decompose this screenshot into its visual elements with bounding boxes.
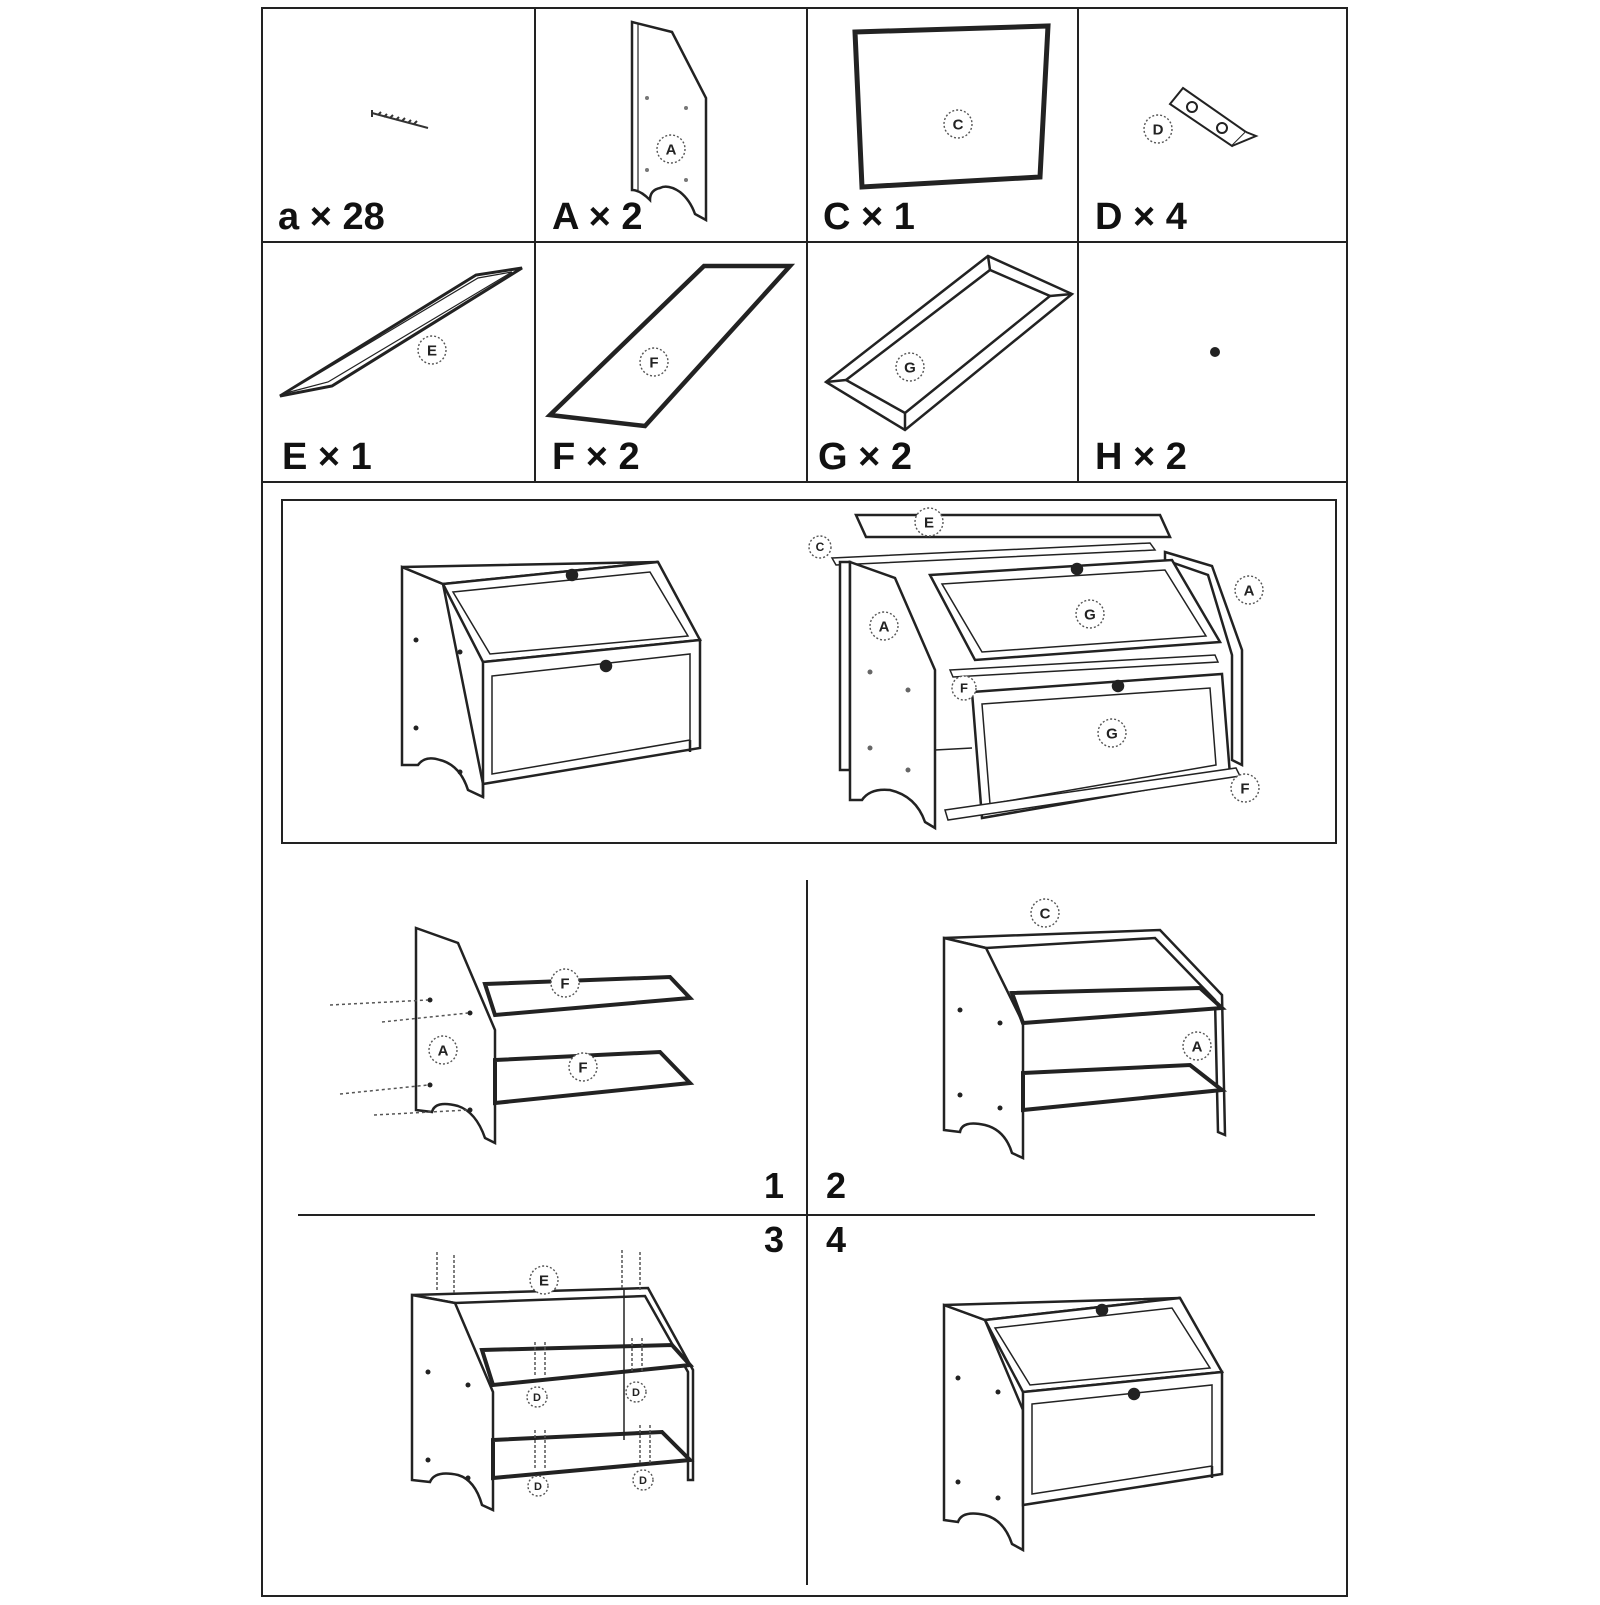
callout-F: F <box>639 347 669 377</box>
quantity-label-G: G × 2 <box>818 436 912 478</box>
side-panel-a-icon <box>630 20 708 223</box>
svg-text:D: D <box>639 1475 647 1487</box>
callout-D: D <box>526 1386 548 1408</box>
svg-text:C: C <box>953 116 964 133</box>
quantity-label-A: A × 2 <box>552 196 643 238</box>
svg-text:F: F <box>578 1059 587 1076</box>
callout-G: G <box>1097 718 1127 748</box>
svg-text:F: F <box>560 975 569 992</box>
callout-F: F <box>550 968 580 998</box>
callout-C: C <box>808 535 832 559</box>
svg-text:E: E <box>924 514 934 531</box>
step-number-1: 1 <box>764 1165 785 1206</box>
callout-bubbles: A C D E F G E C A A G F G F F F A C A E D D D D <box>417 109 1264 1497</box>
svg-text:A: A <box>666 141 677 158</box>
screw-icon <box>371 110 429 129</box>
svg-text:A: A <box>438 1042 449 1059</box>
bracket-d-icon <box>1168 86 1259 148</box>
callout-A: A <box>869 611 899 641</box>
step-number-3: 3 <box>764 1219 785 1260</box>
svg-text:E: E <box>427 342 437 359</box>
step-3-drawing <box>410 1286 695 1512</box>
step-3-screws <box>436 1250 651 1470</box>
callout-D: D <box>625 1381 647 1403</box>
callout-E: E <box>914 507 944 537</box>
svg-text:D: D <box>533 1392 541 1404</box>
callout-G: G <box>895 352 925 382</box>
callout-C: C <box>943 109 973 139</box>
callout-A: A <box>656 134 686 164</box>
svg-text:D: D <box>1153 121 1164 138</box>
callout-A: A <box>1182 1031 1212 1061</box>
quantity-label-a: a × 28 <box>278 196 385 238</box>
quantity-label-D: D × 4 <box>1095 196 1187 238</box>
svg-text:E: E <box>539 1272 549 1289</box>
quantity-label-F: F × 2 <box>552 436 640 478</box>
callout-F: F <box>568 1052 598 1082</box>
quantity-label-C: C × 1 <box>823 196 915 238</box>
callout-F: F <box>951 675 977 701</box>
callout-G: G <box>1075 599 1105 629</box>
exploded-cabinet-drawing <box>830 513 1244 831</box>
back-panel-c-icon <box>852 23 1051 190</box>
quantity-label-H: H × 2 <box>1095 436 1187 478</box>
callout-D: D <box>632 1469 654 1491</box>
svg-text:A: A <box>1192 1038 1203 1055</box>
step-1-drawing <box>414 926 695 1146</box>
svg-text:F: F <box>649 354 658 371</box>
step-1-screws <box>329 999 469 1116</box>
svg-text:F: F <box>1240 780 1249 797</box>
svg-text:C: C <box>816 540 825 554</box>
callout-E: E <box>417 335 447 365</box>
callout-F: F <box>1230 773 1260 803</box>
callout-D: D <box>1143 114 1173 144</box>
callout-A: A <box>428 1035 458 1065</box>
step-number-2: 2 <box>826 1165 847 1206</box>
step-number-4: 4 <box>826 1219 847 1260</box>
step-dividers <box>298 880 1315 1585</box>
assembled-cabinet-drawing <box>400 560 702 799</box>
knob-h-icon <box>1210 347 1220 357</box>
svg-text:G: G <box>904 359 916 376</box>
step-2-drawing <box>942 928 1228 1160</box>
shelf-f-icon <box>545 263 796 429</box>
overview-frame <box>281 499 1337 844</box>
callout-C: C <box>1030 898 1060 928</box>
svg-text:F: F <box>960 681 968 696</box>
svg-text:G: G <box>1106 725 1118 742</box>
svg-text:A: A <box>1244 582 1255 599</box>
svg-text:C: C <box>1040 905 1051 922</box>
parts-grid <box>261 7 1348 1597</box>
svg-text:D: D <box>534 1481 542 1493</box>
top-board-e-icon <box>279 266 523 398</box>
quantity-label-E: E × 1 <box>282 436 372 478</box>
callout-E: E <box>529 1265 559 1295</box>
svg-text:G: G <box>1084 606 1096 623</box>
callout-A: A <box>1234 575 1264 605</box>
door-panel-g-icon <box>823 254 1075 432</box>
callout-D: D <box>527 1475 549 1497</box>
svg-text:D: D <box>632 1387 640 1399</box>
svg-text:A: A <box>879 618 890 635</box>
step-4-drawing <box>942 1296 1225 1553</box>
